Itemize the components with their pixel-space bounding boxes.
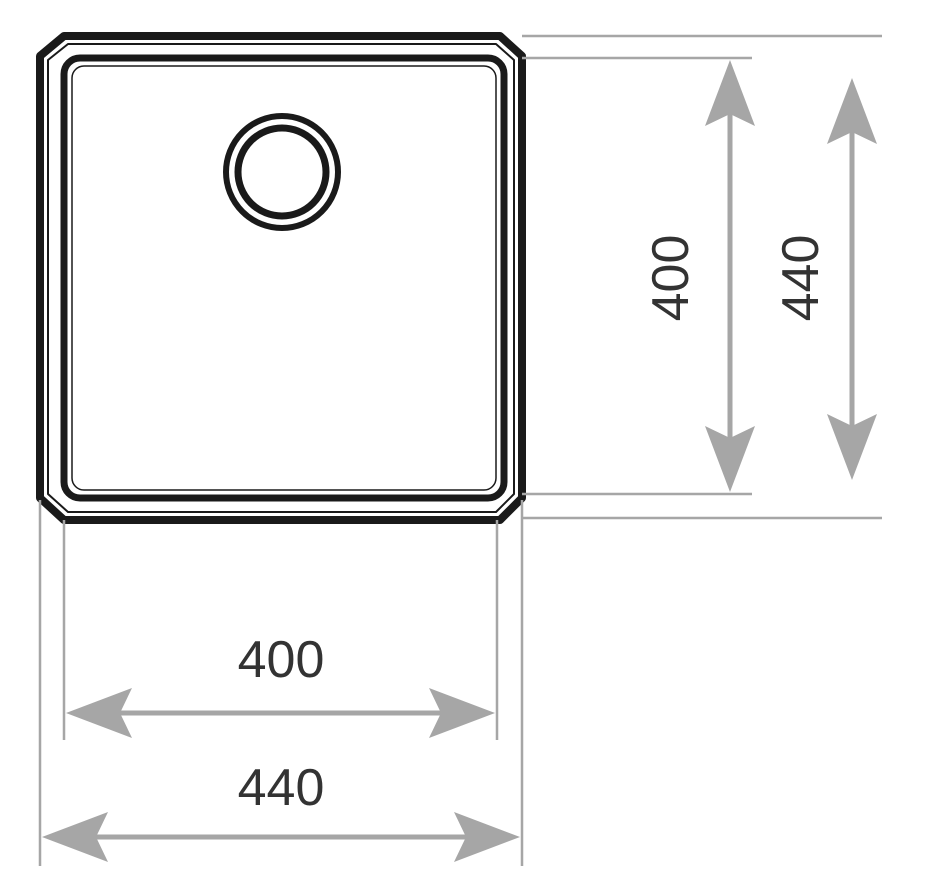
dimension-inner-depth: 400 [642,60,755,492]
outer-depth-label: 440 [772,235,830,322]
sink-bowl [60,54,508,502]
extension-lines [38,34,882,866]
arrowhead-left [42,812,108,862]
arrowhead-right [454,812,520,862]
arrowhead-bottom [705,426,755,492]
dimension-inner-width: 400 [66,631,495,738]
arrowhead-bottom [827,414,877,480]
arrowhead-left [66,688,132,738]
circle-drain-icon [223,113,341,231]
arrowhead-top [827,78,877,144]
sink-bowl-inner-edge [71,65,497,491]
sink-outline [36,32,526,524]
sink-rim-inner-edge [47,43,515,513]
dimension-outer-width: 440 [42,759,520,862]
inner-width-label: 400 [238,631,325,689]
arrowhead-top [705,60,755,126]
inner-depth-label: 400 [642,235,700,322]
dimension-outer-depth: 440 [772,78,877,480]
sink-outer-rim [36,32,526,524]
outer-width-label: 440 [238,759,325,817]
arrowhead-right [429,688,495,738]
